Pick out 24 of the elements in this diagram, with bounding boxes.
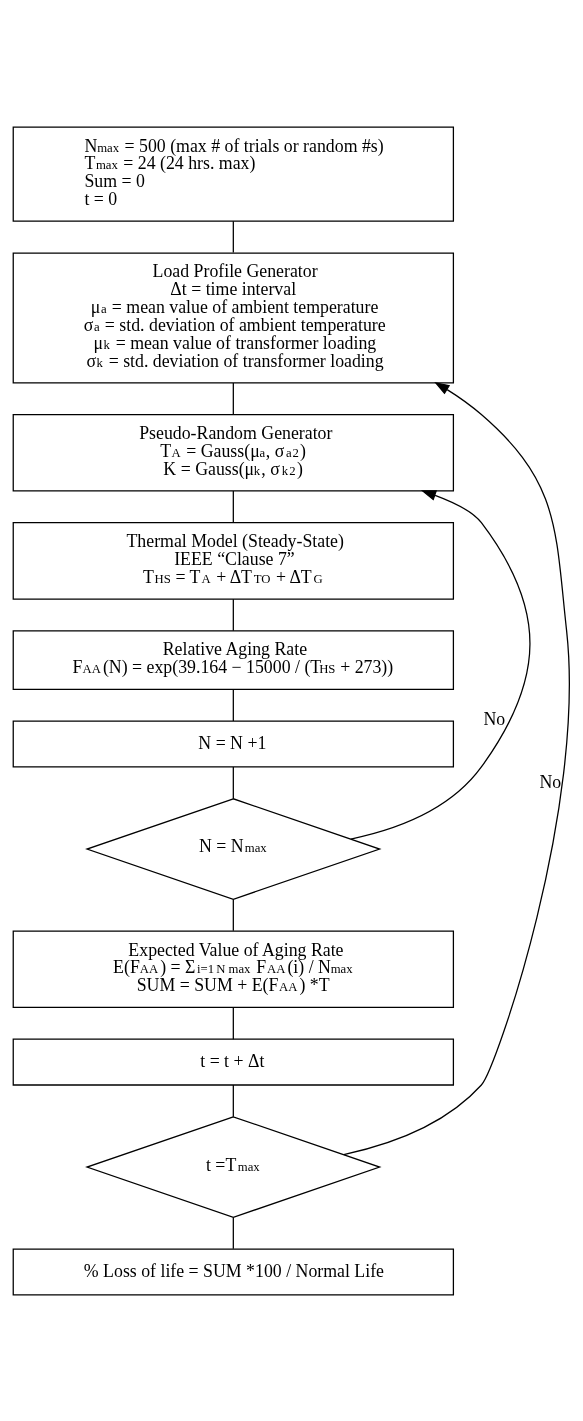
node-box: Thermal Model (Steady-State) IEEE “Clause 7” THS = TA + ΔTTO + ΔTG bbox=[12, 521, 455, 600]
node-box: % Loss of life = SUM *100 / Normal Life bbox=[12, 1247, 455, 1296]
edge-label: No bbox=[483, 708, 506, 729]
connector bbox=[232, 598, 234, 631]
connector bbox=[232, 1216, 234, 1249]
node-box: Pseudo-Random Generator TA = Gauss(μa, σa2) K = Gauss(μk, σk2) bbox=[12, 413, 455, 492]
connector bbox=[232, 1083, 234, 1117]
connector bbox=[232, 381, 234, 415]
node-box: Load Profile Generator Δt = time interval μa = mean value of ambient temperature σa = std. deviation of ambient temperature μk = mean value of transformer loading σk = std. deviation of transformer loading bbox=[12, 251, 455, 383]
node-box: Nmax = 500 (max # of trials or random #s) Tmax = 24 (24 hrs. max) Sum = 0 t = 0 bbox=[12, 125, 455, 222]
node-box: N = N +1 bbox=[12, 720, 455, 768]
node-box: Relative Aging Rate FAA(N) = exp(39.164 − 15000 / (THS + 273)) bbox=[12, 629, 455, 690]
node-diamond: t =Tmax bbox=[85, 1115, 382, 1218]
connector bbox=[232, 898, 234, 931]
connector bbox=[232, 765, 234, 799]
connector bbox=[232, 1006, 234, 1040]
connector bbox=[232, 220, 234, 253]
connector bbox=[232, 688, 234, 722]
edge-label: No bbox=[539, 771, 562, 792]
node-box: t = t + Δt bbox=[12, 1038, 455, 1086]
connector bbox=[232, 489, 234, 523]
arrow bbox=[343, 381, 570, 1155]
arrow bbox=[350, 489, 531, 840]
node-diamond: N = Nmax bbox=[85, 797, 382, 900]
